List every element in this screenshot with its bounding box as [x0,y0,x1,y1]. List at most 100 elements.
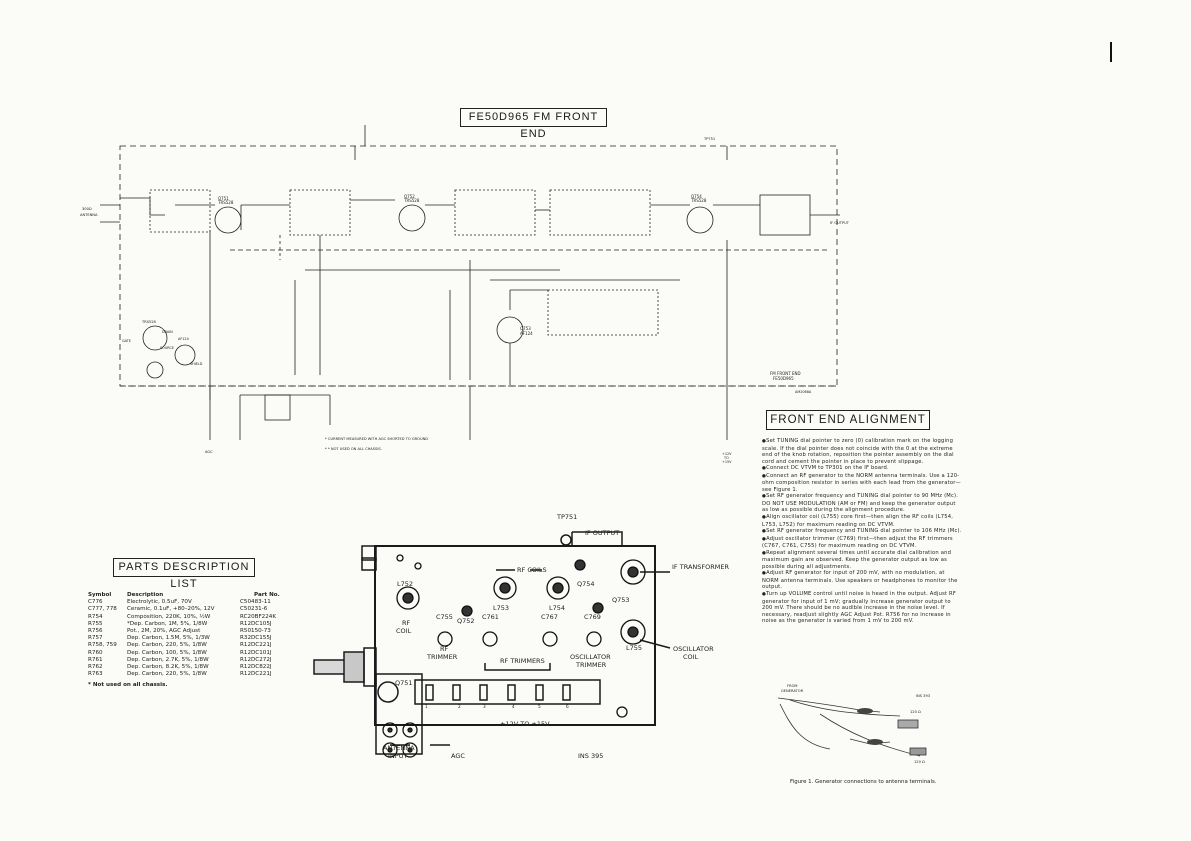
board-c755: C755 [436,613,453,621]
alignment-title: FRONT END ALIGNMENT [766,410,930,430]
schematic-diagram: 300Ω ANTENNA Q751 TRS528 Q752 TRS528 Q75… [80,125,850,464]
board-oscillator-coil-1: OSCILLATOR [673,645,714,653]
board-c769: C769 [584,613,601,621]
board-rf-coils: RF COILS [517,566,547,574]
figure-from-label-2: GENERATOR [781,689,804,693]
board-terminal: 3 [483,704,486,709]
board-rf-trimmers: RF TRIMMERS [500,657,545,665]
board-rf-coil-2: COIL [396,627,412,635]
alignment-step: Align oscillator coil (L755) core first—… [762,514,962,528]
board-c767: C767 [541,613,558,621]
board-tp751: TP751 [557,513,578,521]
alignment-step: Repeat alignment several times until acc… [762,550,962,571]
svg-text:+15V: +15V [722,460,732,464]
parts-footnote: * Not used on all chassis. [88,682,168,688]
svg-text:TRS528: TRS528 [690,198,707,203]
svg-text:* * NOT USED ON ALL CHASSIS.: * * NOT USED ON ALL CHASSIS. [325,447,382,451]
board-c761: C761 [482,613,499,621]
board-if-output: IF OUTPUT [585,529,620,537]
figure-from-label-1: FROM [787,684,798,688]
board-terminal: 2 [458,704,461,709]
parts-title: PARTS DESCRIPTION LIST [113,558,255,590]
alignment-step: Adjust RF generator for input of 200 mV,… [762,570,962,591]
board-rf-trimmer-2: TRIMMER [427,653,458,661]
alignment-step: Connect DC VTVM to TP301 on the IF board… [762,465,962,473]
svg-text:300Ω: 300Ω [82,207,92,211]
figure-ins-label: INS 393 [916,694,931,698]
svg-text:Q752: Q752 [404,194,415,199]
generator-connection-figure [777,697,927,757]
svg-text:Q753: Q753 [520,326,531,331]
board-l755: L755 [626,644,643,652]
svg-text:TRS528: TRS528 [217,200,234,205]
board-terminal: 1 [425,704,428,709]
svg-text:AM2068A: AM2068A [795,390,812,394]
board-oscillator-coil-2: COIL [683,653,699,661]
margin-mark [1110,42,1112,62]
svg-text:ANTENNA: ANTENNA [80,213,98,217]
svg-text:TRS528: TRS528 [403,198,420,203]
svg-text:Q751: Q751 [218,196,229,201]
board-supply: +12V TO +15V [500,720,550,728]
svg-text:Q754: Q754 [691,194,702,199]
board-q752: Q752 [457,617,475,625]
board-agc: AGC [451,752,465,760]
figure-resistor-2: 120 Ω [914,760,925,764]
board-l754: L754 [549,604,566,612]
board-oscillator-trimmer-2: TRIMMER [576,661,607,669]
svg-text:IF OUTPUT: IF OUTPUT [830,221,850,225]
svg-text:DRAIN: DRAIN [162,330,173,334]
alignment-step: Set RF generator frequency and TUNING di… [762,528,962,536]
svg-text:SOURCE: SOURCE [160,346,174,350]
alignment-step: Set TUNING dial pointer to zero (0) cali… [762,438,962,465]
svg-text:TP751: TP751 [703,137,715,141]
board-terminal: 4 [512,704,515,709]
alignment-step: Set RF generator frequency and TUNING di… [762,493,962,514]
svg-text:+12V: +12V [722,452,732,456]
svg-text:FE50D965: FE50D965 [773,376,794,381]
svg-text:SHIELD: SHIELD [190,362,203,366]
alignment-step: Adjust oscillator trimmer (C769) first—t… [762,536,962,550]
board-rf-trimmer-1: RF [440,645,449,653]
alignment-steps: Set TUNING dial pointer to zero (0) cali… [762,438,962,625]
column-header: Part No. [254,592,280,598]
svg-text:GATE: GATE [122,339,131,343]
svg-text:TO: TO [723,456,729,460]
figure-resistor-1: 120 Ω [910,710,921,714]
board-oscillator-trimmer-1: OSCILLATOR [570,653,611,661]
board-l752: L752 [397,580,414,588]
board-antenna-input-2: INPUT [388,752,408,760]
schematic-title: FE50D965 FM FRONT END [460,108,607,140]
column-header: Symbol [88,592,112,598]
board-q754: Q754 [577,580,595,588]
board-ins: INS 395 [578,752,604,760]
svg-text:* CURRENT MEASURED WITH AGC SH: * CURRENT MEASURED WITH AGC SHORTED TO G… [325,437,428,441]
board-terminal: 5 [538,704,541,709]
table-header-row: Symbol Description Part No. [88,592,283,599]
svg-text:AF124: AF124 [520,331,533,336]
board-antenna-input-1: ANTENNA [383,744,415,752]
svg-text:AGC: AGC [205,450,213,454]
board-q753: Q753 [612,596,630,604]
svg-text:TRS528: TRS528 [141,320,157,324]
alignment-step: Connect an RF generator to the NORM ante… [762,473,962,494]
board-q751: Q751 [395,679,413,687]
board-rf-coil-1: RF [402,619,411,627]
svg-text:AF124: AF124 [178,337,189,341]
column-header: Description [127,592,164,598]
board-if-transformer: IF TRANSFORMER [672,563,729,571]
figure-caption: Figure 1. Generator connections to anten… [790,779,937,785]
board-terminal: 6 [566,704,569,709]
board-layout-drawing [313,531,671,758]
